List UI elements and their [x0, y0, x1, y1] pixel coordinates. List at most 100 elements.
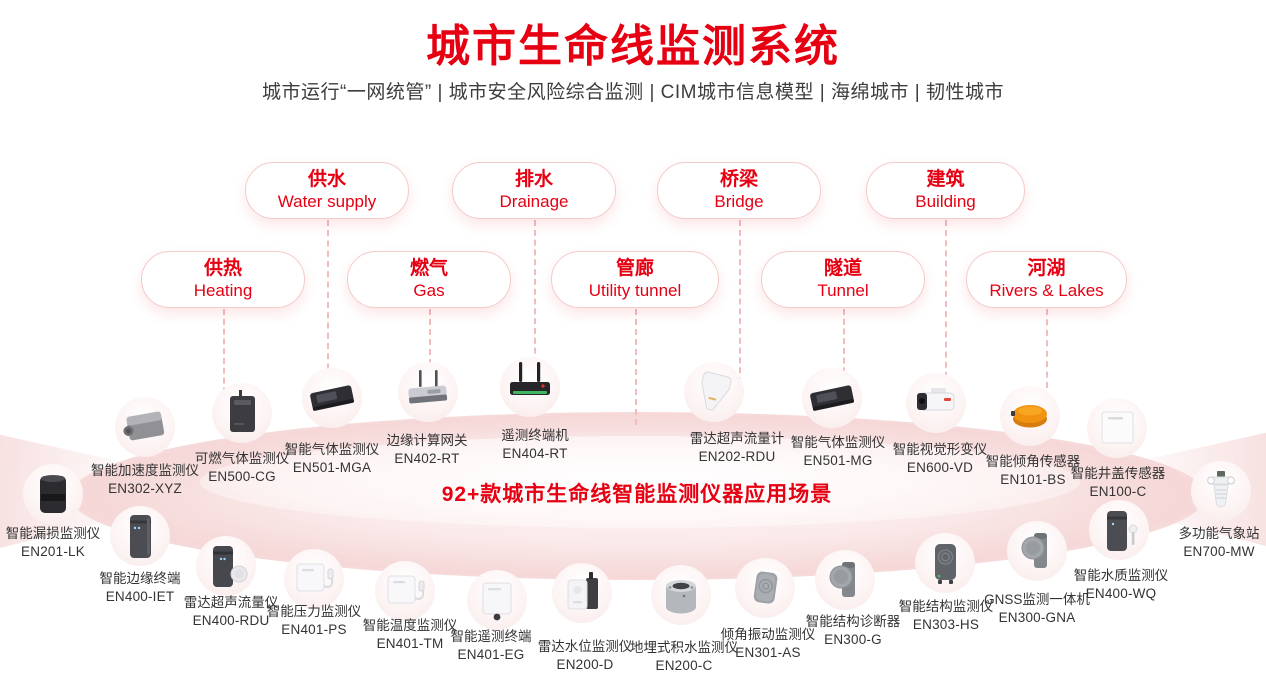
device-name: 智能边缘终端	[99, 571, 181, 586]
connector-dashed-line	[843, 309, 845, 383]
device-name: 智能气体监测仪	[790, 435, 886, 450]
device-model: EN300-G	[824, 632, 882, 647]
device-circle	[284, 549, 344, 609]
device-model: EN500-CG	[208, 469, 276, 484]
device-model: EN501-MG	[803, 453, 873, 468]
category-label-zh: 燃气	[409, 258, 448, 280]
page-subtitle: 城市运行“一网统管” | 城市安全风险综合监测 | CIM城市信息模型 | 海绵…	[262, 82, 1004, 103]
device-circle	[552, 563, 612, 623]
device-circle	[906, 373, 966, 433]
device-model: EN300-GNA	[998, 610, 1076, 625]
radar-flow-wedge-icon	[701, 371, 732, 411]
device-circle	[375, 561, 435, 621]
device-circle	[212, 383, 272, 443]
device-model: EN202-RDU	[698, 449, 776, 464]
device-name: 智能水质监测仪	[1073, 568, 1169, 583]
vibration-rounded-box-icon	[753, 571, 778, 604]
tilt-disc-orange-icon	[1011, 405, 1047, 428]
buried-cylinder-icon	[666, 580, 696, 614]
device-circle	[398, 362, 458, 422]
device-circle	[802, 368, 862, 428]
device-model: EN200-D	[556, 657, 614, 672]
category-label-en: Water supply	[277, 192, 377, 212]
category-label-en: Tunnel	[817, 281, 869, 301]
device-model: EN101-BS	[1000, 472, 1066, 487]
category-label-en: Building	[915, 192, 976, 212]
device-label: 倾角振动监测仪 EN301-AS	[680, 626, 856, 661]
device-label: 智能压力监测仪 EN401-PS	[226, 603, 402, 638]
structure-grill-box-icon	[935, 544, 956, 584]
category-label-zh: 管廊	[615, 258, 654, 280]
scene-ellipse-highlight	[200, 436, 1080, 528]
device-model: EN401-TM	[376, 636, 444, 651]
weather-station-icon	[1207, 471, 1235, 508]
device-name: 倾角振动监测仪	[720, 627, 816, 642]
tower-with-disc-icon	[213, 546, 248, 587]
device-model: EN100-C	[1089, 484, 1147, 499]
category-label-zh: 建筑	[926, 169, 965, 191]
device-label: 智能井盖传感器 EN100-C	[1030, 465, 1206, 500]
device-circle	[1089, 500, 1149, 560]
router-black-icon	[510, 362, 550, 395]
device-name: GNSS监测一体机	[984, 592, 1090, 607]
category-label-zh: 供水	[307, 169, 346, 191]
router-silver-icon	[408, 370, 448, 404]
accelerometer-box-icon	[123, 411, 165, 441]
device-model: EN400-WQ	[1085, 586, 1157, 601]
connector-dashed-line	[1046, 309, 1048, 388]
device-model: EN401-PS	[281, 622, 347, 637]
device-model: EN400-RDU	[192, 613, 270, 628]
manhole-panel-icon	[1101, 411, 1134, 444]
connector-dashed-line	[327, 220, 329, 390]
device-label: 智能水质监测仪 EN400-WQ	[1033, 567, 1209, 602]
connector-dashed-line	[223, 309, 225, 413]
connector-dashed-line	[429, 309, 431, 375]
device-model: EN301-AS	[735, 645, 801, 660]
device-name: 智能温度监测仪	[362, 618, 458, 633]
device-circle	[500, 357, 560, 417]
category-label-zh: 隧道	[823, 258, 862, 280]
connector-dashed-line	[534, 220, 536, 383]
structure-disc-box-icon	[829, 562, 855, 597]
device-name: 雷达水位监测仪	[537, 639, 633, 654]
device-name: 智能井盖传感器	[1070, 466, 1166, 481]
device-name: 智能视觉形变仪	[892, 442, 988, 457]
device-model: EN200-C	[655, 658, 713, 673]
category-label-en: Utility tunnel	[588, 281, 682, 301]
category-label-zh: 供热	[203, 258, 242, 280]
gas-detector-tall-icon	[230, 390, 255, 432]
device-circle	[115, 397, 175, 457]
device-name: 智能加速度监测仪	[91, 463, 199, 478]
leak-monitor-cylinder-icon	[40, 475, 66, 513]
category-label-zh: 河湖	[1027, 258, 1066, 280]
device-label: 智能气体监测仪 EN501-MG	[750, 434, 926, 469]
ellipse-caption: 92+款城市生命线智能监测仪器应用场景	[441, 483, 833, 506]
category-label-en: Rivers & Lakes	[989, 281, 1104, 301]
device-circle	[23, 464, 83, 524]
device-circle	[302, 368, 362, 428]
device-circle	[1000, 386, 1060, 446]
device-name: 智能漏损监测仪	[5, 526, 101, 541]
device-model: EN501-MGA	[292, 460, 372, 475]
device-model: EN400-IET	[105, 589, 175, 604]
device-model: EN700-MW	[1183, 544, 1255, 559]
device-model: EN600-VD	[906, 460, 974, 475]
device-name: 智能压力监测仪	[266, 604, 362, 619]
